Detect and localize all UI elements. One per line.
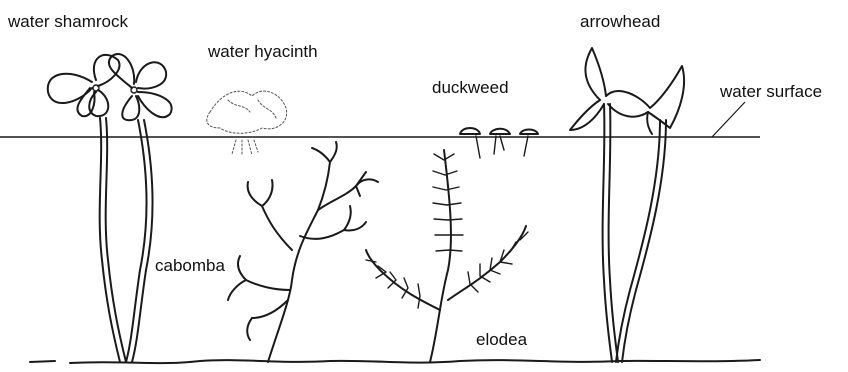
water-surface-pointer — [712, 102, 745, 137]
label-duckweed: duckweed — [432, 79, 509, 96]
arrowhead-plant — [570, 48, 684, 362]
water-shamrock-plant — [48, 54, 172, 362]
label-arrowhead: arrowhead — [580, 13, 660, 30]
cabomba-plant — [228, 142, 378, 362]
label-cabomba: cabomba — [155, 257, 225, 274]
label-water-surface: water surface — [720, 83, 822, 100]
label-water-shamrock: water shamrock — [8, 13, 128, 30]
pond-bottom — [30, 360, 760, 363]
label-water-hyacinth: water hyacinth — [208, 43, 318, 60]
label-elodea: elodea — [476, 331, 527, 348]
water-hyacinth-plant — [207, 91, 287, 156]
duckweed-plant — [460, 128, 538, 158]
